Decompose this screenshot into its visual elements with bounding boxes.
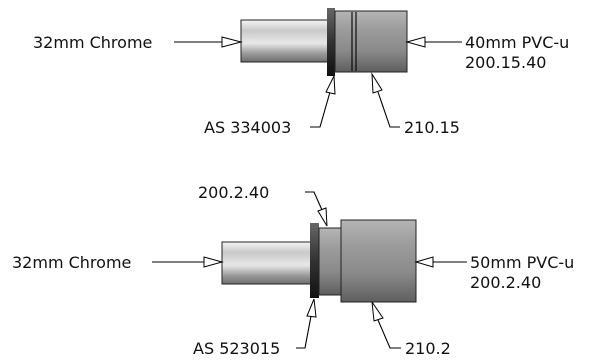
bottom-seal-ring (310, 223, 319, 298)
top-right-label-line1: 40mm PVC-u (465, 33, 569, 52)
bottom-right-arrowhead (414, 256, 434, 268)
bottom-pvc-step (318, 227, 342, 296)
bottom-pvc-body (340, 219, 417, 303)
top-bottom-right-label: 210.15 (404, 118, 460, 137)
top-left-arrowhead (221, 36, 243, 48)
bottom-step-arrowhead (317, 207, 328, 227)
bottom-bottom-left-label: AS 523015 (193, 339, 280, 358)
bottom-right-label-line1: 50mm PVC-u (470, 253, 574, 272)
bottom-top-label: 200.2.40 (198, 183, 269, 202)
bottom-right-label-line2: 200.2.40 (470, 273, 541, 292)
bottom-left-label: 32mm Chrome (12, 253, 131, 272)
top-bottom-left-label: AS 334003 (204, 118, 291, 137)
top-right-label-line2: 200.15.40 (465, 53, 546, 72)
bottom-chrome-pipe (221, 241, 315, 285)
top-assembly: 32mm Chrome 40mm PVC-u 200.15.40 AS 3340… (33, 8, 569, 137)
bottom-left-arrowhead (203, 256, 224, 268)
top-right-arrowhead (405, 36, 426, 48)
top-seal-ring (327, 8, 335, 76)
bottom-ring-arrowhead (306, 298, 317, 318)
bottom-body-arrowhead (371, 301, 384, 322)
top-pvc-body (334, 10, 408, 73)
top-ring-arrowhead (325, 74, 336, 95)
top-left-label: 32mm Chrome (33, 33, 152, 52)
bottom-assembly: 200.2.40 32mm Chrome 50mm PVC-u 200.2.40… (12, 183, 574, 358)
top-body-arrowhead (371, 72, 383, 94)
bottom-bottom-right-label: 210.2 (405, 339, 451, 358)
top-chrome-pipe (240, 19, 332, 63)
